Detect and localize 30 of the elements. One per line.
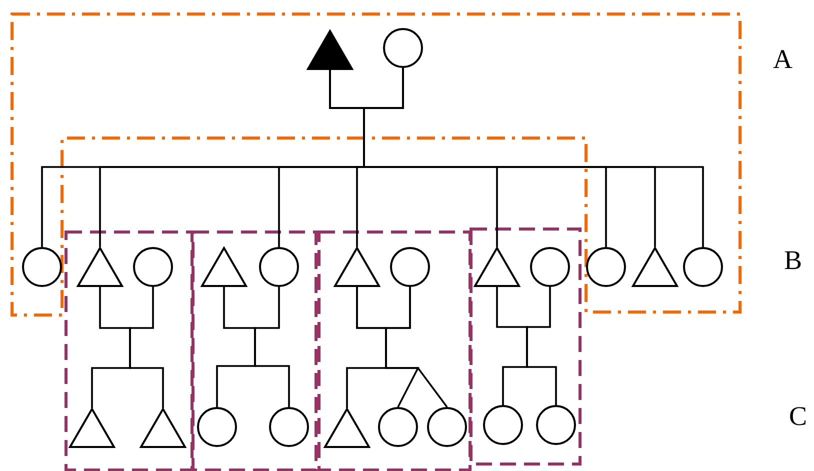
triangle-symbol (334, 247, 380, 287)
pedigree-line (526, 287, 557, 405)
pedigree-line (129, 287, 164, 408)
circle-symbol (22, 247, 62, 287)
circle-symbol (133, 247, 173, 287)
triangle-symbol (632, 247, 678, 287)
generation-label: C (789, 403, 808, 430)
circle-symbol (378, 407, 418, 447)
triangle-symbol (474, 247, 520, 287)
circle-symbol (269, 407, 309, 447)
circle-symbol (427, 407, 467, 447)
triangle-symbol (201, 247, 247, 287)
circle-symbol (483, 405, 523, 445)
circle-symbol (197, 407, 237, 447)
circle-symbol (259, 247, 299, 287)
circle-symbol (530, 247, 570, 287)
circle-symbol (390, 247, 430, 287)
triangle-symbol (69, 408, 115, 448)
circle-symbol (383, 28, 423, 68)
triangle-symbol (77, 247, 123, 287)
circle-symbol (586, 247, 626, 287)
circle-symbol (683, 247, 723, 287)
circle-symbol (536, 405, 576, 445)
pedigree-line (385, 287, 448, 408)
pedigree-line (254, 287, 290, 407)
generation-label: B (784, 247, 802, 274)
filled-triangle-symbol (307, 30, 353, 70)
triangle-symbol (324, 408, 370, 448)
generation-label: A (773, 46, 792, 73)
triangle-symbol (140, 408, 186, 448)
